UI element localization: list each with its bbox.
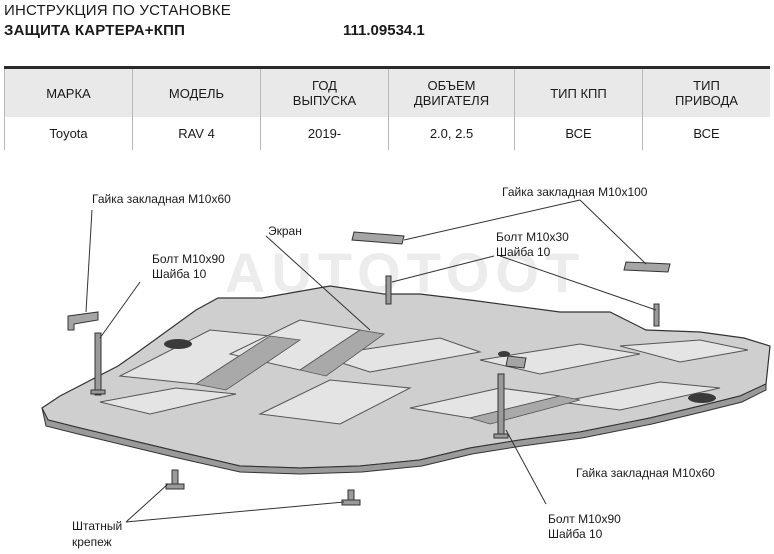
stamping-rib <box>619 339 749 363</box>
label-washer-left: Шайба 10 <box>152 267 207 281</box>
leader-line <box>99 281 141 339</box>
column-gearbox: ТИП КПП ВСЕ <box>514 69 642 150</box>
leader-line <box>85 209 93 313</box>
label-nut-bottom-right: Гайка закладная М10х60 <box>576 466 715 480</box>
table-cell: Toyota <box>49 126 88 141</box>
product-code: 111.09534.1 <box>343 22 425 39</box>
skid-plate-edge <box>41 383 767 475</box>
label-screen: Экран <box>268 224 302 238</box>
bolt-left-washer <box>90 389 106 395</box>
embedded-nut-mid <box>505 355 527 369</box>
label-bolt-left: Болт М10х90 <box>152 252 225 266</box>
embedded-nut-left <box>67 311 99 331</box>
stamping-recess <box>194 335 302 391</box>
label-std-fastener-2: крепеж <box>72 535 112 549</box>
column-header: ТИП КПП <box>550 85 607 101</box>
leader-line <box>579 199 647 265</box>
table-cell: ВСЕ <box>693 126 720 141</box>
leader-line <box>125 501 345 523</box>
label-washer-mid: Шайба 10 <box>496 245 551 259</box>
mount-hole <box>688 393 716 403</box>
stamping-rib <box>258 379 412 425</box>
leader-line <box>403 199 581 241</box>
table-cell: 2.0, 2.5 <box>429 126 474 141</box>
table-cell: RAV 4 <box>178 126 215 141</box>
std-fastener-2-head <box>341 499 361 506</box>
column-header: МАРКА <box>46 85 91 101</box>
stamping-rib <box>319 337 482 373</box>
bolt-bottom-washer <box>493 433 509 439</box>
table-cell: ВСЕ <box>565 126 592 141</box>
std-fastener-1-head <box>165 483 185 490</box>
column-make: МАРКА Toyota <box>4 69 132 150</box>
stamping-recess <box>299 329 386 377</box>
leader-line <box>499 255 657 311</box>
leader-line <box>125 483 169 523</box>
instruction-title: ИНСТРУКЦИЯ ПО УСТАНОВКЕ <box>4 2 231 19</box>
product-title: ЗАЩИТА КАРТЕРА+КПП <box>4 22 186 39</box>
leader-line <box>391 255 495 283</box>
stamping-rib <box>559 381 721 411</box>
label-bolt-mid: Болт М10х30 <box>496 230 569 244</box>
bolt-mid <box>385 275 392 305</box>
column-header: МОДЕЛЬ <box>168 85 225 101</box>
label-nut-top-left: Гайка закладная М10х60 <box>92 192 231 206</box>
stamping-rib <box>99 387 237 415</box>
table-top-rule <box>4 66 770 69</box>
bolt-right <box>653 303 660 327</box>
label-nut-top-right: Гайка закладная М10х100 <box>502 185 648 199</box>
label-bolt-bottom: Болт М10х90 <box>548 512 621 526</box>
bolt-bottom <box>497 373 505 439</box>
bolt-left <box>94 332 102 396</box>
label-std-fastener: Штатный <box>72 519 123 533</box>
embedded-nut-top <box>351 231 405 245</box>
table-cell: 2019- <box>307 126 342 141</box>
leader-line <box>265 235 371 331</box>
mount-hole <box>164 339 192 349</box>
label-washer-bottom: Шайба 10 <box>548 527 603 541</box>
column-model: МОДЕЛЬ RAV 4 <box>132 69 260 150</box>
leader-line <box>505 429 547 505</box>
embedded-nut-top-right <box>623 261 671 273</box>
mount-hole <box>498 351 510 357</box>
